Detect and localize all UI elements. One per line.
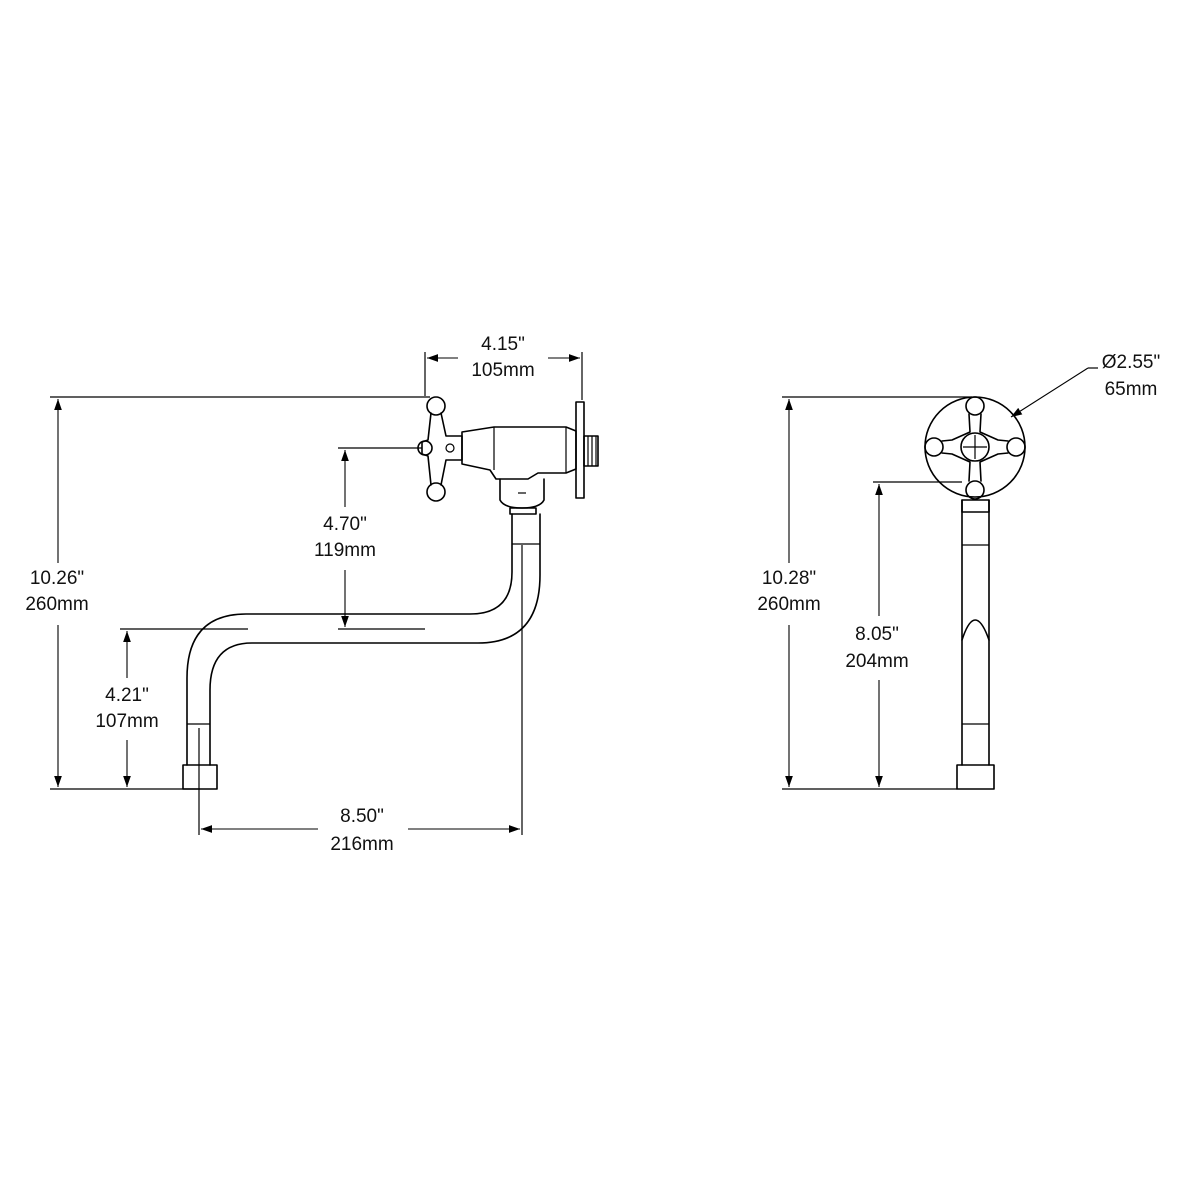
dim-spout-mm: 204mm xyxy=(845,651,908,672)
dim-reach-in: 8.50" xyxy=(340,806,384,827)
cross-handle-side xyxy=(417,396,463,502)
dim-spout-in: 8.05" xyxy=(855,624,899,645)
dim-outlet-mm: 107mm xyxy=(95,711,158,732)
dim-width-mm: 105mm xyxy=(471,360,534,381)
dim-height-in: 10.26" xyxy=(30,568,84,589)
side-view: 4.15" 105mm 10.26" 260mm 4.70" 119mm 4.2… xyxy=(25,334,599,855)
dim-drop-mm: 119mm xyxy=(314,540,376,561)
dim-diameter-in: Ø2.55" xyxy=(1102,352,1161,373)
threaded-connector xyxy=(583,435,599,467)
valve-body xyxy=(461,426,577,480)
spout-front xyxy=(961,499,990,766)
front-view: Ø2.55" 65mm 10.28" 260mm 8.05" 204mm xyxy=(757,352,1161,790)
cross-handle-front xyxy=(924,396,1026,500)
dim-front-height-mm: 260mm xyxy=(757,594,820,615)
aerator-front xyxy=(956,764,995,790)
dim-outlet-in: 4.21" xyxy=(105,685,149,706)
spout-pipe xyxy=(209,513,541,766)
dim-reach-mm: 216mm xyxy=(330,834,393,855)
dim-width-in: 4.15" xyxy=(481,334,525,355)
aerator xyxy=(182,764,218,790)
dim-front-height-in: 10.28" xyxy=(762,568,816,589)
dim-drop-in: 4.70" xyxy=(323,514,367,535)
dim-diameter-mm: 65mm xyxy=(1105,379,1158,400)
wall-flange xyxy=(575,401,585,499)
dim-height-mm: 260mm xyxy=(25,594,88,615)
